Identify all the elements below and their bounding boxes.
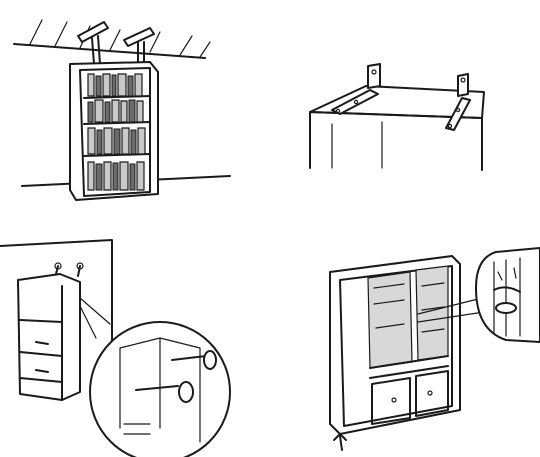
- latch-bolt: [496, 303, 516, 313]
- ceiling-line: [14, 44, 205, 58]
- inset-wall-anchor-bottom: [179, 382, 193, 402]
- refrigerator-body: [18, 274, 80, 400]
- bookshelf-inner: [80, 68, 150, 196]
- books-row-3: [88, 128, 145, 154]
- glass-cabinet-front: [340, 266, 452, 426]
- tension-pole-right: [124, 28, 154, 66]
- latch-clips: [498, 268, 516, 280]
- inset-strap-bottom: [136, 386, 178, 390]
- cabinet-front-panels: [332, 122, 382, 168]
- l-bracket-right: [446, 74, 470, 130]
- cabinet-bracket-drawing: [270, 0, 540, 228]
- latch-inset-frames: [494, 258, 520, 336]
- l-bracket-left: [332, 64, 380, 114]
- books-row-1: [88, 74, 142, 96]
- glass-reflections: [374, 283, 444, 332]
- callout-lines: [80, 298, 110, 338]
- refrigerator-straps: [56, 266, 80, 276]
- latch-callout-lines: [418, 298, 484, 322]
- panel-glass-cabinet-latch: [270, 228, 540, 457]
- latch-inset-shape: [476, 248, 540, 342]
- drawer-line: [370, 356, 448, 378]
- tension-pole-left: [78, 22, 108, 64]
- refrigerator-handles: [36, 342, 48, 372]
- lower-knob-left: [392, 398, 396, 402]
- lower-doors: [372, 371, 448, 424]
- panel-cabinet-l-brackets: [270, 0, 540, 228]
- panel-refrigerator-strap: [0, 228, 270, 457]
- inset-wall-anchor-top: [204, 351, 216, 369]
- refrigerator-doors: [20, 286, 62, 400]
- books-row-2: [88, 100, 143, 122]
- floor-wedge-arrow: [334, 434, 346, 450]
- glass-cabinet-drawing: [270, 228, 540, 457]
- inset-strap-top: [172, 356, 206, 360]
- refrigerator-drawing: [0, 228, 270, 457]
- lower-knob-right: [428, 391, 432, 395]
- inset-drawer-lines: [124, 424, 150, 434]
- latch-rotation-arrow: [494, 287, 520, 292]
- wall-corner: [0, 240, 112, 388]
- inset-fridge-corner: [120, 338, 200, 442]
- books-row-4: [88, 162, 144, 190]
- bookshelf-drawing: [0, 0, 270, 228]
- panel-bookshelf-tension-poles: [0, 0, 270, 228]
